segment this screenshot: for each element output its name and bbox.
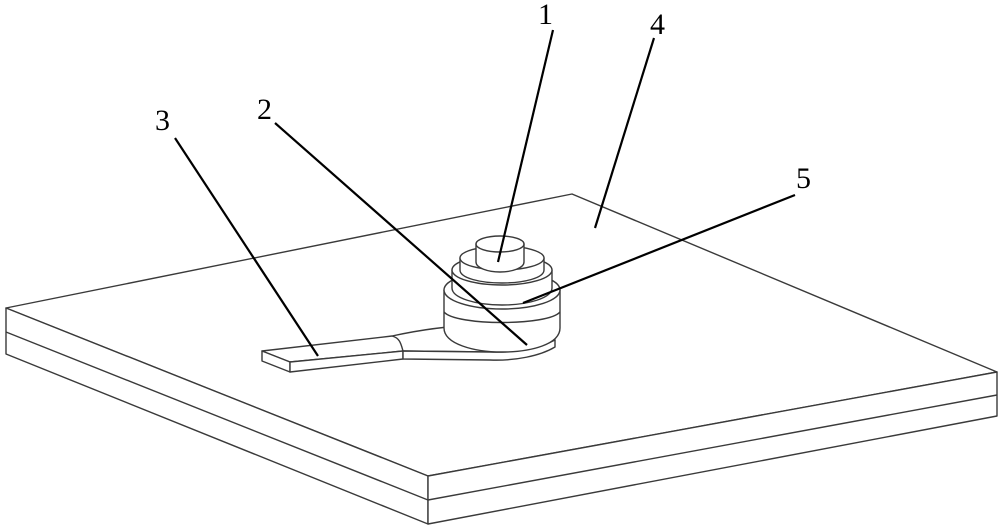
callout-labels: 1 2 3 4 5	[155, 0, 811, 195]
callout-3: 3	[155, 104, 170, 137]
callout-4: 4	[650, 8, 665, 41]
callout-2: 2	[257, 93, 272, 126]
callout-5: 5	[796, 162, 811, 195]
leader-4	[595, 38, 654, 228]
callout-1: 1	[538, 0, 553, 31]
